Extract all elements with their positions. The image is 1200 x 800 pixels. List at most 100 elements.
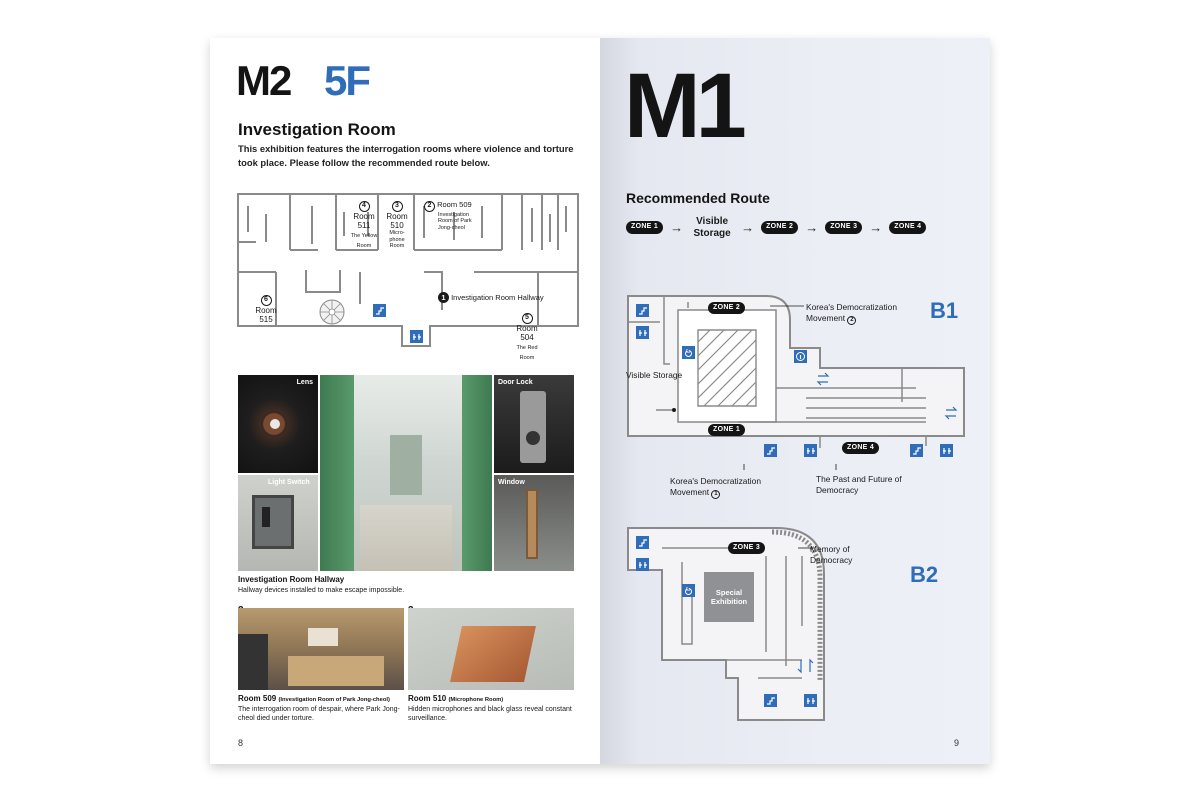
photo-label-light-switch: Light Switch — [268, 479, 310, 486]
accessible-icon — [682, 584, 695, 597]
zone-pill-zone2: ZONE 2 — [708, 302, 746, 315]
restroom-icon — [636, 558, 649, 571]
caption-room-510: Room 510 (Microphone Room) Hidden microp… — [408, 694, 574, 724]
map-room-504: 5 Room 504 The Red Room — [512, 312, 542, 361]
room-number: 515 — [259, 315, 273, 325]
caption-title: Room 509 (Investigation Room of Park Jon… — [238, 694, 404, 703]
room-name: Room — [516, 324, 538, 333]
restroom-icon — [410, 330, 423, 343]
route-step-visible-storage: Visible Storage — [693, 216, 731, 239]
caption-text: Hidden microphones and black glass revea… — [408, 706, 572, 723]
map-room-510: 3 Room 510 Micro-phone Room — [382, 200, 412, 249]
room-name: Investigation Room Hallway — [451, 293, 544, 302]
restroom-icon — [940, 444, 953, 457]
stairs-icon — [764, 444, 777, 457]
room-number: 511 — [357, 221, 371, 231]
floor-map-b1 — [627, 295, 965, 470]
room-number-badge: 2 — [424, 201, 435, 212]
map-room-511: 4 Room 511 The Yellow Room — [348, 200, 380, 249]
restroom-icon — [804, 444, 817, 457]
route-step-zone2: ZONE 2 — [761, 221, 799, 234]
caption-hallway: Investigation Room Hallway Hallway devic… — [238, 575, 578, 595]
caption-text: The interrogation room of despair, where… — [238, 706, 400, 723]
arrow-right-icon: → — [805, 220, 819, 235]
room-number-badge: 4 — [358, 201, 370, 212]
photo-door-lock: Door Lock — [494, 375, 574, 473]
restroom-icon — [636, 326, 649, 339]
route-step-zone3: ZONE 3 — [825, 221, 863, 234]
route-step-zone4: ZONE 4 — [889, 221, 927, 234]
room-number: 510 — [390, 221, 404, 231]
caption-title-sub: (Investigation Room of Park Jong-cheol) — [278, 697, 390, 703]
building-code: M1 — [624, 55, 747, 157]
special-exhibition-area: Special Exhibition — [704, 572, 754, 622]
stairs-icon — [636, 536, 649, 549]
photo-label-lens: Lens — [296, 379, 313, 386]
photo-room-509 — [238, 608, 404, 690]
room-desc: The Yellow Room — [350, 233, 378, 249]
zone-pill-zone1: ZONE 1 — [708, 424, 746, 437]
stairs-icon — [373, 304, 386, 317]
brochure-spread: M2 5F Investigation Room This exhibition… — [210, 38, 990, 764]
zone1-label: Korea's Democratization Movement 1 — [670, 476, 790, 499]
arrow-right-icon: → — [869, 220, 883, 235]
room-number: 504 — [520, 333, 534, 343]
stairs-icon — [910, 444, 923, 457]
photo-label-window: Window — [498, 479, 525, 486]
section-title: Investigation Room — [238, 120, 396, 139]
caption-title-main: Room 510 — [408, 694, 447, 703]
room-number-badge: 6 — [260, 295, 272, 306]
arrow-right-icon: → — [741, 220, 755, 235]
map-hallway: 1 Investigation Room Hallway — [438, 292, 544, 303]
zone2-label: Korea's Democratization Movement 2 — [806, 302, 926, 325]
caption-room-509: Room 509 (Investigation Room of Park Jon… — [238, 694, 404, 724]
accessible-icon — [682, 346, 695, 359]
floor-plan-5f — [237, 193, 579, 347]
restroom-icon — [804, 694, 817, 707]
room-number-badge: 3 — [391, 201, 403, 212]
room-desc: Investigation Room of Park Jong-cheol — [438, 212, 472, 231]
room-desc: The Red Room — [516, 345, 538, 361]
zone-pill-zone3: ZONE 3 — [728, 542, 766, 555]
caption-title: Room 510 (Microphone Room) — [408, 694, 574, 703]
map-room-515: 6 Room 515 — [250, 294, 282, 324]
photo-label-door-lock: Door Lock — [498, 379, 533, 386]
zone-pill-zone4: ZONE 4 — [842, 442, 880, 455]
zone1-name: Korea's Democratization Movement — [670, 476, 761, 497]
room-name: Room — [353, 212, 375, 221]
caption-title-main: Room 509 — [238, 694, 277, 703]
zone3-label: Memory of Democracy — [810, 544, 853, 565]
room-name: Room — [255, 306, 277, 315]
caption-title-sub: (Microphone Room) — [448, 697, 504, 703]
stairs-icon — [764, 694, 777, 707]
page-left: M2 5F Investigation Room This exhibition… — [210, 38, 600, 764]
zone2-number: 2 — [847, 315, 857, 325]
floor-code-b2: B2 — [910, 562, 939, 587]
recommended-route: ZONE 1 → Visible Storage → ZONE 2 → ZONE… — [626, 216, 927, 239]
page-number: 9 — [954, 738, 960, 748]
information-icon — [794, 350, 807, 363]
route-title: Recommended Route — [626, 190, 770, 206]
room-name: Room 509 — [437, 200, 472, 209]
photo-window: Window — [494, 475, 574, 571]
photo-hallway — [320, 375, 492, 571]
escalator-icon — [944, 406, 958, 420]
caption-text: Hallway devices installed to make escape… — [238, 587, 405, 594]
photo-lens: Lens — [238, 375, 318, 473]
spiral-stair-icon — [319, 299, 345, 325]
escalator-icon — [797, 658, 814, 674]
stairs-icon — [636, 304, 649, 317]
floor-code: 5F — [324, 57, 371, 104]
zone4-label: The Past and Future of Democracy — [816, 474, 902, 495]
zone2-name: Korea's Democratization Movement — [806, 302, 897, 323]
page-number: 8 — [238, 738, 244, 748]
caption-title: Investigation Room Hallway — [238, 575, 345, 584]
escalator-icon — [816, 372, 830, 386]
arrow-right-icon: → — [670, 220, 684, 235]
page-right: M1 Recommended Route ZONE 1 → Visible St… — [600, 38, 990, 764]
photo-light-switch: Light Switch — [238, 475, 318, 571]
visible-storage-label: Visible Storage — [626, 370, 683, 380]
room-number-badge: 1 — [438, 292, 449, 303]
room-name: Room — [386, 212, 408, 221]
room-desc: Micro-phone Room — [389, 230, 405, 249]
